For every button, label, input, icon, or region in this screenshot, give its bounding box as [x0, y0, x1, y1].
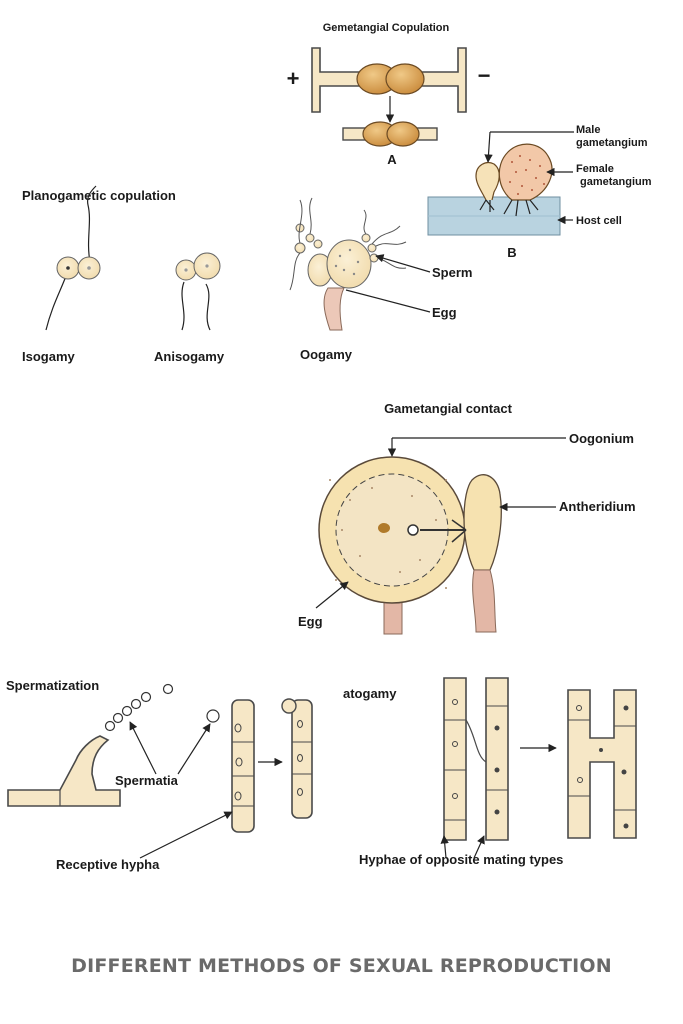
- receptive-hypha-after: [281, 698, 313, 819]
- antheridium-label: Antheridium: [559, 499, 636, 514]
- label-b: B: [507, 245, 516, 260]
- spermatia-leader-1: [129, 721, 157, 775]
- right-gametangium: [385, 63, 425, 95]
- fused-gametangia: [342, 121, 438, 147]
- anisogamy-label: Anisogamy: [154, 349, 225, 364]
- spermatia-label: Spermatia: [115, 773, 179, 788]
- receptive-hypha-label: Receptive hypha: [56, 857, 160, 872]
- contact-egg-label: Egg: [298, 614, 323, 629]
- anisogamy-figure: [175, 252, 221, 331]
- gametangial-contact-panel: Gametangial contact Oogonium Antheridium…: [298, 401, 636, 635]
- gametangial-copulation-panel: Gemetangial Copulation + − A: [287, 22, 652, 260]
- receptive-hypha: [231, 699, 255, 833]
- isogamy-figure: [45, 185, 101, 331]
- oogamy-egg-label: Egg: [432, 305, 457, 320]
- hyphae-label: Hyphae of opposite mating types: [359, 852, 563, 867]
- spermatia-leader-2: [177, 723, 211, 775]
- male-gametangium: [475, 162, 500, 212]
- hyphae-after-fusion: [567, 689, 637, 839]
- somatogamy-panel: atogamy: [343, 677, 637, 867]
- egg-leader: [345, 289, 431, 313]
- host-cell-label: Host cell: [576, 215, 622, 227]
- spermatium-hypha: [7, 735, 121, 807]
- plus-sign: +: [287, 66, 300, 91]
- hyphae-leader-1: [440, 835, 449, 859]
- oogamy-label: Oogamy: [300, 347, 353, 362]
- hyphae-leader-2: [473, 835, 485, 859]
- oogonium-label: Oogonium: [569, 431, 634, 446]
- hyphae-before-fusion: [443, 677, 509, 841]
- somatogamy-title: atogamy: [343, 686, 397, 701]
- left-hypha: [311, 47, 361, 113]
- planogametic-title: Planogametic copulation: [22, 188, 176, 203]
- gametangial-contact-title: Gametangial contact: [384, 401, 513, 416]
- antheridium: [463, 474, 502, 571]
- isogamy-label: Isogamy: [22, 349, 76, 364]
- figure-caption: DIFFERENT METHODS OF SEXUAL REPRODUCTION: [71, 955, 612, 977]
- spermatia-chain: [104, 683, 220, 732]
- spermatization-panel: Spermatization: [6, 678, 313, 872]
- sperm-label: Sperm: [432, 265, 472, 280]
- sperm-leader: [375, 254, 431, 273]
- spermatization-title: Spermatization: [6, 678, 99, 693]
- male-gametangium-label-1: Male: [576, 124, 600, 136]
- minus-sign: −: [478, 63, 491, 88]
- female-gametangium-label-2: gametangium: [580, 176, 652, 188]
- female-gametangium-label-1: Female: [576, 163, 614, 175]
- oogamy-figure: [289, 197, 407, 331]
- egg-leader-2: [315, 581, 349, 609]
- receptive-leader: [139, 811, 233, 859]
- gametangial-copulation-title: Gemetangial Copulation: [323, 22, 450, 34]
- male-gametangium-label-2: gametangium: [576, 137, 648, 149]
- right-hypha: [419, 47, 467, 113]
- label-a: A: [387, 152, 397, 167]
- egg-nucleus: [378, 523, 390, 533]
- planogametic-panel: Planogametic copulation Isogamy Anisogam…: [22, 185, 472, 364]
- female-gametangium: [498, 143, 553, 217]
